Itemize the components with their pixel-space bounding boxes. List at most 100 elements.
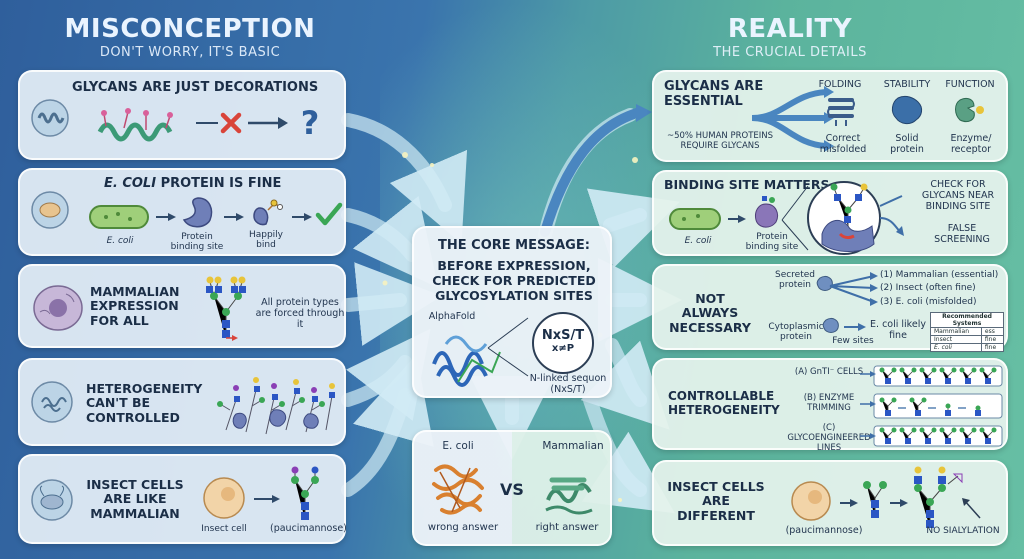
zoom-glycan-icon xyxy=(781,181,904,255)
core-text: BEFORE EXPRESSION, CHECK FOR PREDICTED G… xyxy=(432,258,596,303)
arrow-icon xyxy=(224,213,244,221)
insect-cell-icon xyxy=(791,481,831,521)
header-subtitle: THE CRUCIAL DETAILS xyxy=(713,45,867,60)
card-title: MAMMALIAN EXPRESSION FOR ALL xyxy=(90,284,180,328)
cytoplasmic-protein-icon xyxy=(822,317,839,333)
option-ecoli: (3) E. coli (misfolded) xyxy=(880,297,977,307)
question-icon: ? xyxy=(301,104,320,142)
header-title: MISCONCEPTION xyxy=(64,14,316,44)
table-cell: Mammalian xyxy=(930,327,982,336)
sequon-circle: NxS/T x≠P xyxy=(532,312,594,374)
check-icon xyxy=(315,202,343,226)
glycan-tree-icon xyxy=(206,276,246,341)
arrows-to-rows xyxy=(860,371,876,439)
glycan-rows-icon xyxy=(873,365,1003,447)
paucimannose-glycan-icon xyxy=(291,466,319,520)
missing-sialic-acid-icon xyxy=(947,473,963,485)
misconception-card-heterogeneity: HETEROGENEITY CAN'T BE CONTROLLED xyxy=(18,358,346,446)
vs-label: VS xyxy=(500,480,524,499)
false-screening-label: FALSE SCREENING xyxy=(934,223,990,245)
insect-cell-icon xyxy=(203,477,245,519)
sequon-main: NxS/T xyxy=(541,328,585,343)
binding-site-label: Protein binding site xyxy=(170,232,224,253)
paucimannose-label: (paucimannose) xyxy=(785,525,863,536)
heterogeneous-glycans-icon xyxy=(217,377,335,435)
arrow-icon xyxy=(254,495,280,503)
folding-desc: Correct misfolded xyxy=(819,133,867,155)
card-title: INSECT CELLS ARE DIFFERENT xyxy=(667,479,765,523)
stability-desc: Solid protein xyxy=(890,133,924,155)
arrow-icon xyxy=(844,323,866,331)
ecoli-fine-label: E. coli likely fine xyxy=(870,319,926,341)
header-subtitle: DON'T WORRY, IT'S BASIC xyxy=(99,45,281,60)
insect-cell-icon xyxy=(31,479,73,521)
helix-glycan-icon xyxy=(97,108,173,142)
insect-cell-label: Insect cell xyxy=(201,524,247,534)
function-label: FUNCTION xyxy=(945,79,995,90)
option-insect: (2) Insect (often fine) xyxy=(880,283,976,293)
note-label: All protein types are forced through it xyxy=(255,297,345,330)
reality-card-heterogeneity: CONTROLLABLE HETEROGENEITY (A) GnTI⁻ CEL… xyxy=(652,358,1008,453)
reality-card-binding: BINDING SITE MATTERS E. coli Protein bin… xyxy=(652,170,1008,256)
card-title: GLYCANS ARE JUST DECORATIONS xyxy=(72,80,319,95)
stability-protein-icon xyxy=(891,95,923,125)
mammalian-cell-icon xyxy=(33,285,83,331)
pointer-arrow xyxy=(962,498,981,519)
mammalian-label: Mammalian xyxy=(542,440,604,452)
misfolded-protein-icon xyxy=(432,464,484,515)
card-title: INSECT CELLS ARE LIKE MAMMALIAN xyxy=(86,477,184,521)
wrong-answer-label: wrong answer xyxy=(427,522,499,533)
branching-arrows xyxy=(751,86,834,152)
table-cell: E. coli xyxy=(930,343,982,352)
table-cell: fine xyxy=(980,343,1005,352)
right-answer-label: right answer xyxy=(535,522,599,533)
protein-icon xyxy=(182,197,213,228)
paucimannose-glycan-icon xyxy=(863,481,887,518)
option-trimming: (B) ENZYME TRIMMING xyxy=(803,393,855,413)
branch-arrows xyxy=(829,272,878,306)
complex-glycan-icon xyxy=(914,466,946,528)
zoom-lines xyxy=(487,317,529,377)
card-title: CONTROLLABLE HETEROGENEITY xyxy=(668,389,780,417)
ecoli-label: E. coli xyxy=(106,236,134,246)
function-protein-icon xyxy=(955,97,984,123)
arrow-icon xyxy=(292,213,312,221)
svg-text:?: ? xyxy=(301,104,320,142)
misconception-card-decorations: GLYCANS ARE JUST DECORATIONS ? xyxy=(18,70,346,160)
table-title: Recommended Systems xyxy=(930,312,1004,328)
option-glycoengineered: (C) GLYCOENGINEERED LINES xyxy=(787,423,871,453)
ecoli-icon xyxy=(669,208,721,230)
folding-label: FOLDING xyxy=(818,79,862,90)
header-misconception: MISCONCEPTION DON'T WORRY, IT'S BASIC xyxy=(20,14,360,60)
folded-protein-icon xyxy=(545,477,593,515)
arrow-icon xyxy=(156,213,176,221)
bacteria-cell-icon xyxy=(31,191,69,229)
cross-icon xyxy=(220,112,242,134)
secreted-label: Secreted protein xyxy=(774,270,816,291)
table-cell: Insect xyxy=(930,335,982,344)
few-sites-label: Few sites xyxy=(832,336,874,346)
title-italic: E. COLI xyxy=(104,176,157,191)
card-title: NOT ALWAYS NECESSARY xyxy=(669,291,751,335)
paucimannose-label: (paucimannose) xyxy=(270,523,347,534)
core-title: THE CORE MESSAGE: xyxy=(438,238,590,253)
option-gnti: (A) GnTI⁻ CELLS xyxy=(794,367,864,377)
folding-protein-icon xyxy=(827,98,855,126)
ecoli-label: E. coli xyxy=(684,236,712,246)
misconception-card-mammalian: MAMMALIAN EXPRESSION FOR ALL All protein… xyxy=(18,264,346,348)
option-mammalian: (1) Mammalian (essential) xyxy=(880,270,999,280)
comparison-card: E. coli Mammalian VS wrong answer right … xyxy=(412,430,612,546)
sequon-caption: N-linked sequon (NxS/T) xyxy=(529,373,607,395)
protein-cell-icon xyxy=(31,99,69,137)
title-rest: PROTEIN IS FINE xyxy=(156,176,282,191)
alphafold-label: AlphaFold xyxy=(428,311,476,322)
protein-cell-icon xyxy=(31,381,73,423)
reality-card-essential: GLYCANS ARE ESSENTIAL ~50% HUMAN PROTEIN… xyxy=(652,70,1008,162)
card-title: E. COLI PROTEIN IS FINE xyxy=(104,176,282,192)
alphafold-structure-icon xyxy=(432,335,501,387)
core-message-card: THE CORE MESSAGE: BEFORE EXPRESSION, CHE… xyxy=(412,226,612,398)
happily-bind-label: Happily bind xyxy=(248,230,284,251)
cytoplasmic-label: Cytoplasmic protein xyxy=(768,322,824,343)
binding-site-label: Protein binding site xyxy=(745,232,799,253)
